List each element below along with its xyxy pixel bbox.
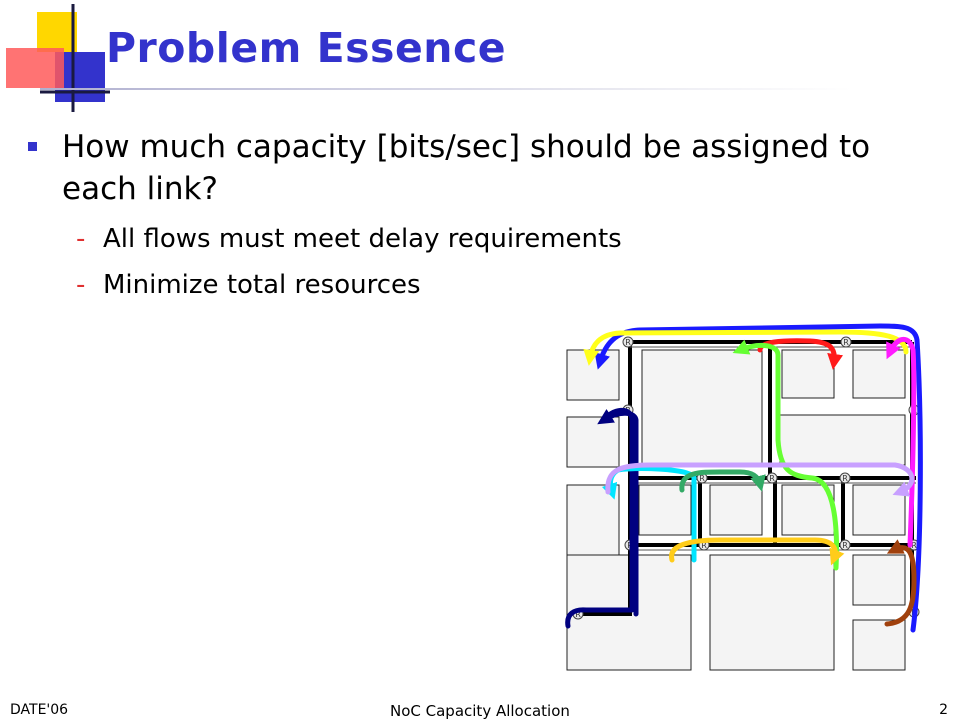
sub-item-label: Minimize total resources [103, 270, 421, 300]
main-bullet: How much capacity [bits/sec] should be a… [62, 129, 871, 207]
sub-item-delay: -All flows must meet delay requirements [76, 224, 622, 254]
router-label: R [842, 474, 848, 483]
router-label: R [911, 541, 917, 550]
router-label: R [625, 338, 631, 347]
title-divider [40, 88, 852, 90]
router-label: R [699, 474, 705, 483]
core-modules [566, 349, 906, 671]
page-number: 2 [939, 702, 948, 718]
router-label: R [843, 338, 849, 347]
bullet-marker-icon [28, 142, 37, 151]
sub-item-label: All flows must meet delay requirements [103, 224, 622, 254]
traffic-flows [565, 323, 923, 633]
router-label: R [575, 610, 581, 619]
router-label: R [842, 541, 848, 550]
slide-title: Problem Essence [106, 24, 507, 72]
dash-marker: - [76, 270, 86, 300]
router-label: R [769, 474, 775, 483]
noc-floorplan-diagram: R R R R R R R R R R R R R [565, 323, 923, 671]
dash-marker: - [76, 224, 86, 254]
slide-logo-icon [6, 4, 110, 112]
router-label: R [701, 541, 707, 550]
footer-conference: DATE'06 [10, 702, 69, 718]
footer-title: NoC Capacity Allocation [390, 702, 570, 720]
sub-item-resources: -Minimize total resources [76, 270, 421, 300]
